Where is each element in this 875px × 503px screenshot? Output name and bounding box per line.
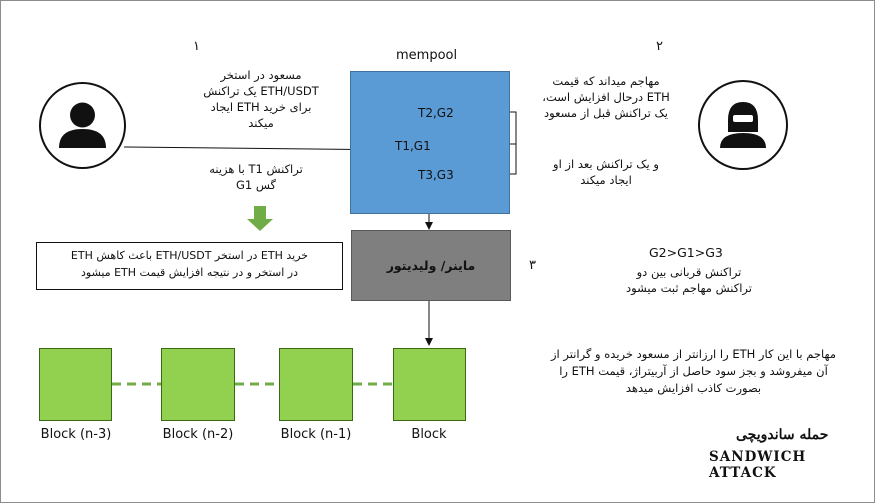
attacker-hacker-icon xyxy=(698,80,788,170)
miner-validator-box: ماینر/ ولیدیتور xyxy=(351,230,511,301)
block-current xyxy=(393,348,466,421)
step-number-1: ١ xyxy=(193,39,200,54)
victim-text-line: برای خرید ETH ایجاد xyxy=(210,100,312,114)
block-label: Block (n-1) xyxy=(280,427,352,442)
victim-text-line: میکند xyxy=(248,116,274,130)
price-effect-line: در استخر و در نتیجه افزایش قیمت ETH میشو… xyxy=(81,266,298,279)
victim-description: مسعود در استخر ETH/USDT یک تراکنش برای خ… xyxy=(181,67,341,131)
tx-back-run: T3,G3 xyxy=(418,168,454,182)
block-n-3 xyxy=(39,348,112,421)
priority-explanation: تراکنش قربانی بین دو تراکنش مهاجم ثبت می… xyxy=(609,264,769,296)
gas-priority-order: G2>G1>G3 xyxy=(649,245,723,260)
victim-fee-text: تراکنش T1 با هزینه گس G1 xyxy=(196,161,316,193)
tx-front-run: T2,G2 xyxy=(418,106,454,120)
victim-text-line: مسعود در استخر xyxy=(220,68,302,82)
mempool-label: mempool xyxy=(396,48,458,63)
summary-line: بصورت کاذب افزایش میدهد xyxy=(625,381,762,395)
title-english: SANDWICH ATTACK xyxy=(709,449,807,481)
price-effect-box: خرید ETH در استخر ETH/USDT باعث کاهش ETH… xyxy=(36,242,343,290)
victim-fee-line: تراکنش T1 با هزینه xyxy=(209,162,303,176)
summary-line: مهاجم با این کار ETH را ارزانتر از مسعود… xyxy=(550,347,837,361)
attacker-after-line: ایجاد میکند xyxy=(580,173,632,187)
victim-user-icon xyxy=(39,82,126,169)
victim-fee-line: گس G1 xyxy=(235,178,277,192)
attacker-text-line: یک تراکنش قبل از مسعود xyxy=(544,106,668,120)
tx-victim: T1,G1 xyxy=(395,139,431,153)
price-effect-line: خرید ETH در استخر ETH/USDT باعث کاهش ETH xyxy=(70,249,309,262)
summary-line: آن میفروشد و بجز سود حاصل از آربیتراژ، ق… xyxy=(559,364,828,378)
priority-line: تراکنش قربانی بین دو xyxy=(636,265,742,279)
step-number-2: ٢ xyxy=(656,39,663,54)
mempool-box: T2,G2 T1,G1 T3,G3 xyxy=(350,71,510,214)
victim-text-line: ETH/USDT یک تراکنش xyxy=(203,84,319,98)
green-down-arrow xyxy=(247,206,273,231)
miner-label: ماینر/ ولیدیتور xyxy=(386,258,476,273)
block-n-2 xyxy=(161,348,235,421)
step-number-3: ٣ xyxy=(529,258,536,273)
priority-line: تراکنش مهاجم ثبت میشود xyxy=(626,281,752,295)
attacker-description: مهاجم میداند که قیمت ETH درحال افزایش اس… xyxy=(521,73,691,121)
title-persian: حمله ساندویچی xyxy=(736,427,829,443)
attacker-text-line: ETH درحال افزایش است، xyxy=(542,90,670,104)
block-label: Block xyxy=(411,427,447,442)
block-label: Block (n-2) xyxy=(162,427,234,442)
attacker-text-line: مهاجم میداند که قیمت xyxy=(552,74,660,88)
attacker-after-line: و یک تراکنش بعد از او xyxy=(553,157,659,171)
attack-summary: مهاجم با این کار ETH را ارزانتر از مسعود… xyxy=(521,346,866,397)
block-label: Block (n-3) xyxy=(40,427,112,442)
attacker-after-text: و یک تراکنش بعد از او ایجاد میکند xyxy=(536,156,676,188)
block-n-1 xyxy=(279,348,353,421)
